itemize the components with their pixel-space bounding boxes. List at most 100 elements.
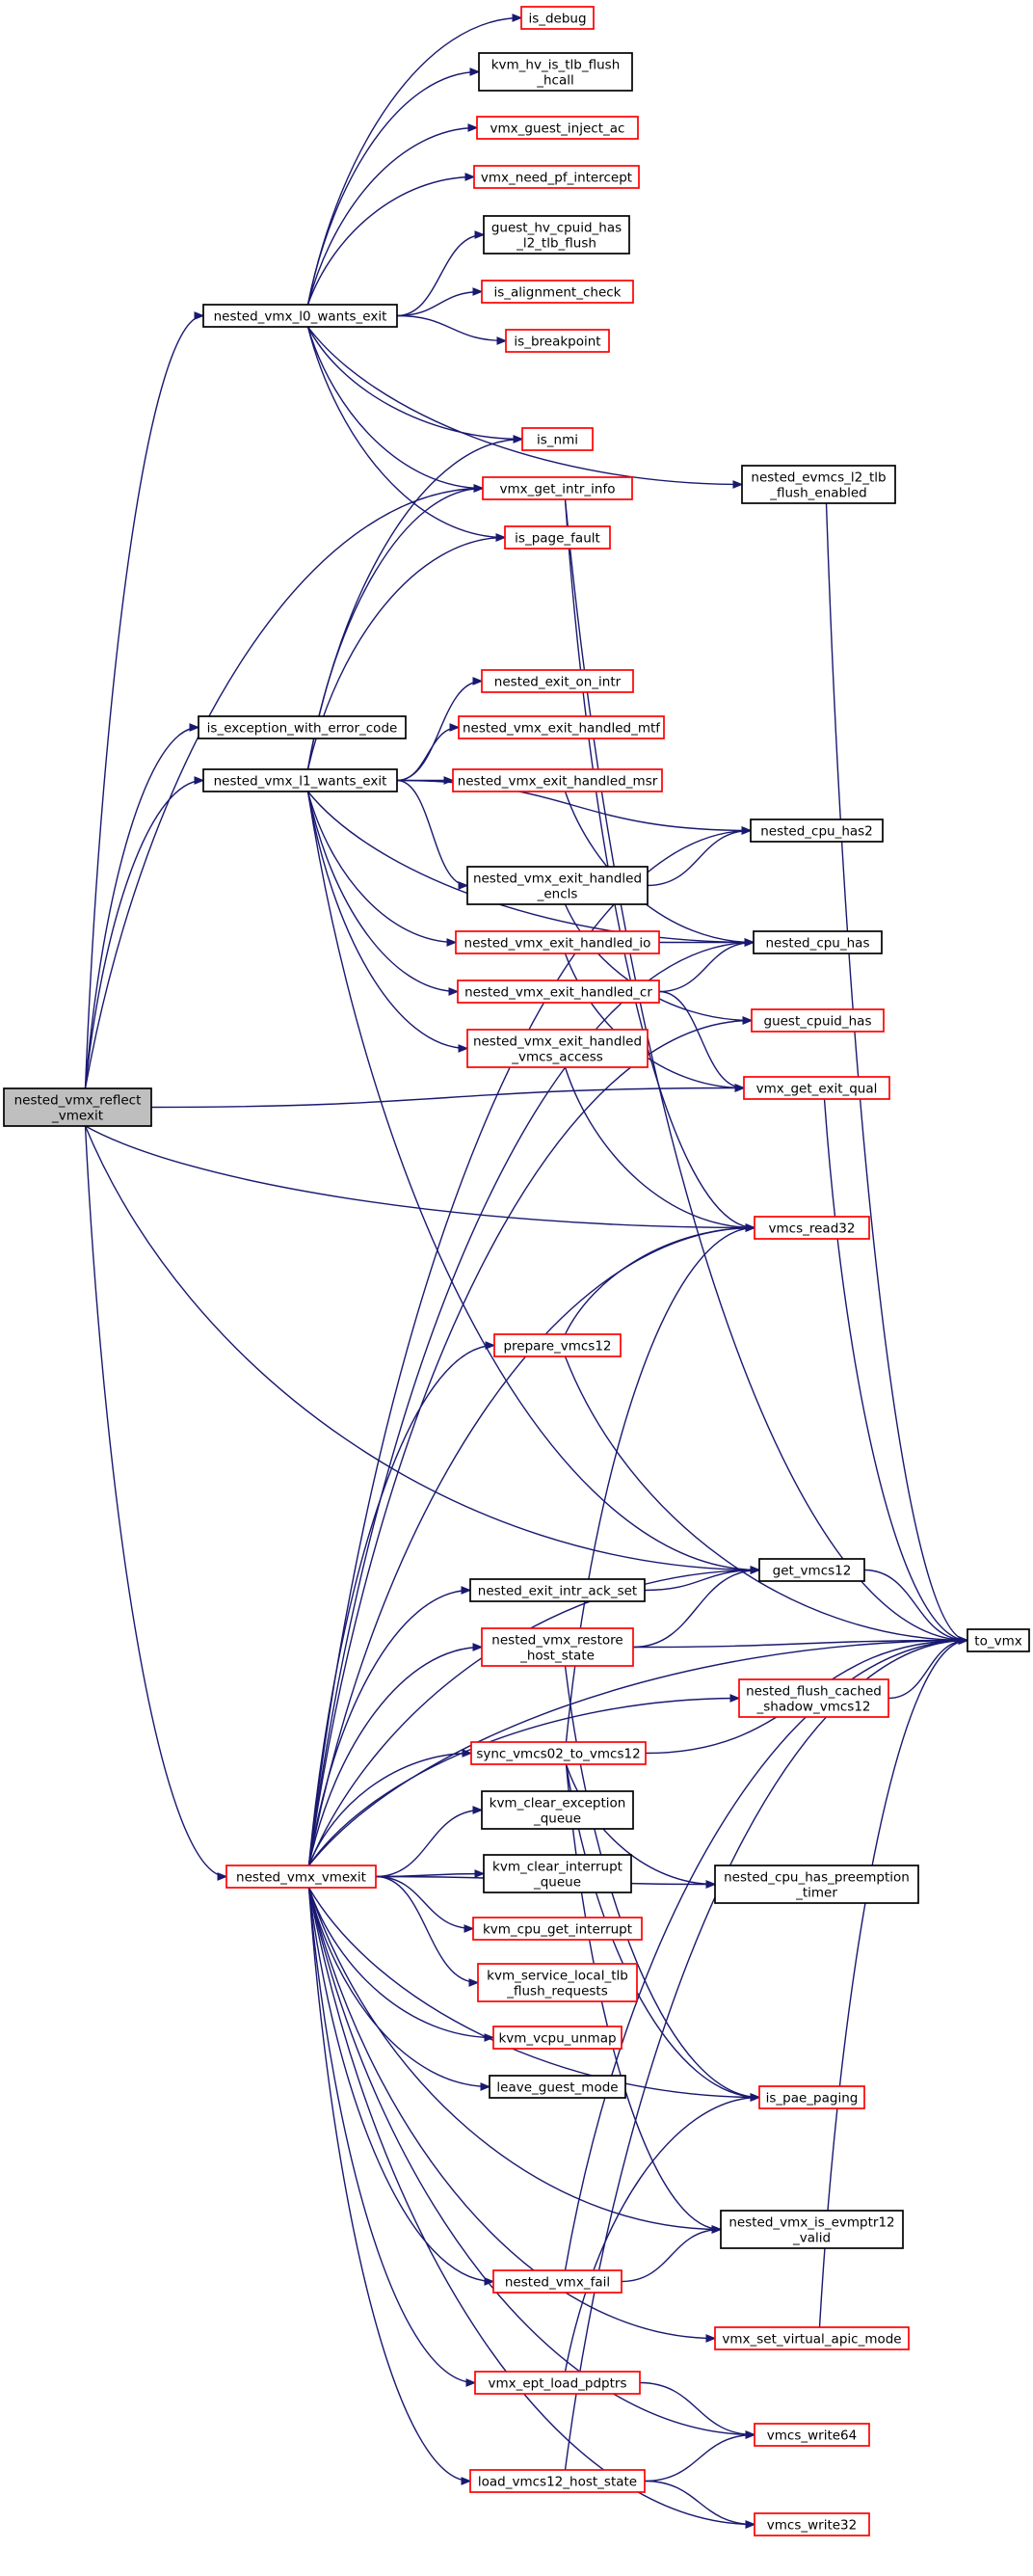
node-nested-vmx-exit-handled-cr[interactable]: nested_vmx_exit_handled_cr bbox=[457, 979, 660, 1004]
edge-nested_vmx_vmexit-to-guest_cpuid_has bbox=[307, 1016, 754, 1866]
edge-line bbox=[307, 1344, 495, 1866]
node-nested-vmx-exit-handled-mtf[interactable]: nested_vmx_exit_handled_mtf bbox=[458, 715, 665, 739]
node-leave-guest-mode[interactable]: leave_guest_mode bbox=[489, 2075, 626, 2099]
edge-line bbox=[565, 1763, 716, 1886]
node-guest-hv-cpuid-has-l2-tlb-flush[interactable]: guest_hv_cpuid_has_l2_tlb_flush bbox=[483, 215, 630, 255]
node-nested-vmx-is-evmptr12-valid[interactable]: nested_vmx_is_evmptr12_valid bbox=[720, 2210, 904, 2249]
node-is-alignment-check[interactable]: is_alignment_check bbox=[481, 280, 634, 304]
node-is-exception-with-error-code[interactable]: is_exception_with_error_code bbox=[198, 715, 407, 739]
node-vmx-need-pf-intercept[interactable]: vmx_need_pf_intercept bbox=[473, 165, 640, 189]
node-nested-vmx-exit-handled-encls[interactable]: nested_vmx_exit_handled_encls bbox=[466, 866, 649, 905]
node-nested-vmx-exit-handled-vmcs-access[interactable]: nested_vmx_exit_handled_vmcs_access bbox=[466, 1029, 649, 1068]
node-nested-vmx-exit-handled-msr[interactable]: nested_vmx_exit_handled_msr bbox=[452, 768, 663, 792]
edge-line bbox=[375, 1875, 474, 1930]
node-nested-vmx-fail[interactable]: nested_vmx_fail bbox=[492, 2269, 622, 2294]
node-label: kvm_clear_exception bbox=[490, 1796, 626, 1811]
node-vmx-ept-load-pdptrs[interactable]: vmx_ept_load_pdptrs bbox=[474, 2371, 641, 2395]
node-vmx-get-exit-qual[interactable]: vmx_get_exit_qual bbox=[743, 1076, 890, 1100]
edge-line bbox=[307, 1589, 471, 1866]
edge-arrowhead bbox=[744, 938, 755, 947]
edge-arrowhead bbox=[484, 2033, 495, 2042]
node-nested-exit-intr-ack-set[interactable]: nested_exit_intr_ack_set bbox=[469, 1578, 646, 1602]
edge-arrowhead bbox=[472, 287, 484, 296]
edge-nested_vmx_vmexit-to-sync_vmcs02_to_vmcs12 bbox=[307, 1749, 473, 1866]
node-label: kvm_service_local_tlb bbox=[487, 1969, 628, 1984]
node-nested-evmcs-l2-tlb-flush-enabled[interactable]: nested_evmcs_l2_tlb_flush_enabled bbox=[741, 465, 896, 504]
edge-load_vmcs12_host_state-to-vmcs_write32 bbox=[644, 2480, 756, 2529]
node-vmx-get-intr-info[interactable]: vmx_get_intr_info bbox=[482, 476, 633, 500]
node-get-vmcs12[interactable]: get_vmcs12 bbox=[758, 1558, 865, 1582]
edge-nested_vmx_l0_wants_exit-to-nested_evmcs_l2_tlb_flush_enabled bbox=[306, 326, 744, 489]
node-label: nested_vmx_vmexit bbox=[236, 1870, 366, 1886]
node-is-pae-paging[interactable]: is_pae_paging bbox=[758, 2085, 865, 2109]
node-vmcs-write64[interactable]: vmcs_write64 bbox=[754, 2423, 870, 2447]
edge-nested_vmx_exit_handled_io-to-nested_cpu_has bbox=[659, 938, 755, 947]
node-is-breakpoint[interactable]: is_breakpoint bbox=[505, 329, 610, 353]
node-is-nmi[interactable]: is_nmi bbox=[521, 427, 594, 451]
edge-line bbox=[84, 1125, 760, 1571]
edge-arrowhead bbox=[446, 938, 458, 947]
node-nested-cpu-has-preemption-timer[interactable]: nested_cpu_has_preemption_timer bbox=[714, 1865, 919, 1904]
edge-arrowhead bbox=[732, 480, 744, 489]
node-load-vmcs12-host-state[interactable]: load_vmcs12_host_state bbox=[469, 2469, 646, 2493]
node-label: _shadow_vmcs12 bbox=[755, 1700, 870, 1715]
node-kvm-clear-interrupt-queue[interactable]: kvm_clear_interrupt_queue bbox=[483, 1854, 632, 1893]
node-nested-vmx-restore-host-state[interactable]: nested_vmx_restore_host_state bbox=[481, 1627, 634, 1667]
node-guest-cpuid-has[interactable]: guest_cpuid_has bbox=[751, 1008, 885, 1033]
edge-nested_exit_intr_ack_set-to-get_vmcs12 bbox=[644, 1566, 761, 1592]
node-label: vmx_set_virtual_apic_mode bbox=[722, 2332, 901, 2348]
node-to-vmx[interactable]: to_vmx bbox=[967, 1628, 1030, 1652]
edge-line bbox=[647, 829, 752, 887]
node-label: prepare_vmcs12 bbox=[503, 1339, 611, 1355]
edge-arrowhead bbox=[741, 826, 753, 835]
edge-arrowhead bbox=[194, 776, 205, 785]
node-kvm-service-local-tlb-flush-requests[interactable]: kvm_service_local_tlb_flush_requests bbox=[477, 1963, 638, 2002]
node-nested-cpu-has2[interactable]: nested_cpu_has2 bbox=[750, 818, 884, 843]
node-box bbox=[758, 1558, 865, 1582]
node-is-debug[interactable]: is_debug bbox=[520, 6, 595, 30]
edge-arrowhead bbox=[448, 987, 460, 996]
node-sync-vmcs02-to-vmcs12[interactable]: sync_vmcs02_to_vmcs12 bbox=[470, 1741, 647, 1765]
node-nested-flush-cached-shadow-vmcs12[interactable]: nested_flush_cached_shadow_vmcs12 bbox=[738, 1678, 889, 1718]
edge-arrowhead bbox=[474, 1869, 486, 1878]
node-label: is_breakpoint bbox=[514, 335, 600, 350]
edge-line bbox=[306, 126, 478, 306]
edge-line bbox=[307, 1887, 471, 2482]
node-nested-cpu-has[interactable]: nested_cpu_has bbox=[753, 930, 883, 954]
edge-line bbox=[307, 1639, 968, 1866]
edge-nested_vmx_vmexit-to-nested_exit_intr_ack_set bbox=[307, 1586, 472, 1866]
node-nested-vmx-l0-wants-exit[interactable]: nested_vmx_l0_wants_exit bbox=[202, 304, 398, 328]
node-prepare-vmcs12[interactable]: prepare_vmcs12 bbox=[493, 1333, 622, 1357]
node-box bbox=[469, 1578, 646, 1602]
node-kvm-clear-exception-queue[interactable]: kvm_clear_exception_queue bbox=[481, 1790, 634, 1830]
node-vmx-set-virtual-apic-mode[interactable]: vmx_set_virtual_apic_mode bbox=[714, 2326, 910, 2350]
edge-nested_vmx_l0_wants_exit-to-guest_hv_cpuid_has_l2_tlb_flush bbox=[396, 230, 486, 317]
node-box bbox=[455, 930, 660, 954]
node-label: guest_cpuid_has bbox=[764, 1014, 872, 1030]
node-nested-vmx-reflect-vmexit[interactable]: nested_vmx_reflect_vmexit bbox=[3, 1087, 152, 1127]
edge-arrowhead bbox=[513, 435, 524, 443]
node-vmcs-write32[interactable]: vmcs_write32 bbox=[754, 2512, 870, 2536]
edge-nested_vmx_l0_wants_exit-to-kvm_hv_is_tlb_flush_hcall bbox=[306, 67, 481, 306]
edge-line bbox=[658, 990, 745, 1089]
edge-nested_vmx_reflect_vmexit-to-vmx_get_exit_qual bbox=[150, 1084, 746, 1109]
edge-nested_evmcs_l2_tlb_flush_enabled-to-to_vmx bbox=[825, 502, 969, 1645]
edge-line bbox=[84, 1125, 227, 1878]
edge-nested_vmx_l0_wants_exit-to-is_breakpoint bbox=[396, 314, 508, 345]
node-nested-vmx-exit-handled-io[interactable]: nested_vmx_exit_handled_io bbox=[455, 930, 660, 954]
edge-arrowhead bbox=[458, 1044, 469, 1053]
node-label: is_exception_with_error_code bbox=[207, 721, 398, 737]
node-kvm-cpu-get-interrupt[interactable]: kvm_cpu_get_interrupt bbox=[472, 1917, 643, 1941]
node-label: kvm_cpu_get_interrupt bbox=[483, 1922, 632, 1938]
node-nested-vmx-l1-wants-exit[interactable]: nested_vmx_l1_wants_exit bbox=[202, 768, 398, 792]
node-is-page-fault[interactable]: is_page_fault bbox=[504, 525, 611, 550]
node-vmx-guest-inject-ac[interactable]: vmx_guest_inject_ac bbox=[476, 116, 639, 140]
node-nested-vmx-vmexit[interactable]: nested_vmx_vmexit bbox=[225, 1865, 377, 1889]
edge-line bbox=[375, 1875, 479, 1984]
edge-arrowhead bbox=[465, 2378, 477, 2387]
node-vmcs-read32[interactable]: vmcs_read32 bbox=[754, 1216, 870, 1240]
node-kvm-hv-is-tlb-flush-hcall[interactable]: kvm_hv_is_tlb_flush_hcall bbox=[478, 52, 633, 92]
node-nested-exit-on-intr[interactable]: nested_exit_on_intr bbox=[481, 669, 634, 693]
edge-arrowhead bbox=[750, 2093, 761, 2102]
node-kvm-vcpu-unmap[interactable]: kvm_vcpu_unmap bbox=[492, 2026, 622, 2050]
